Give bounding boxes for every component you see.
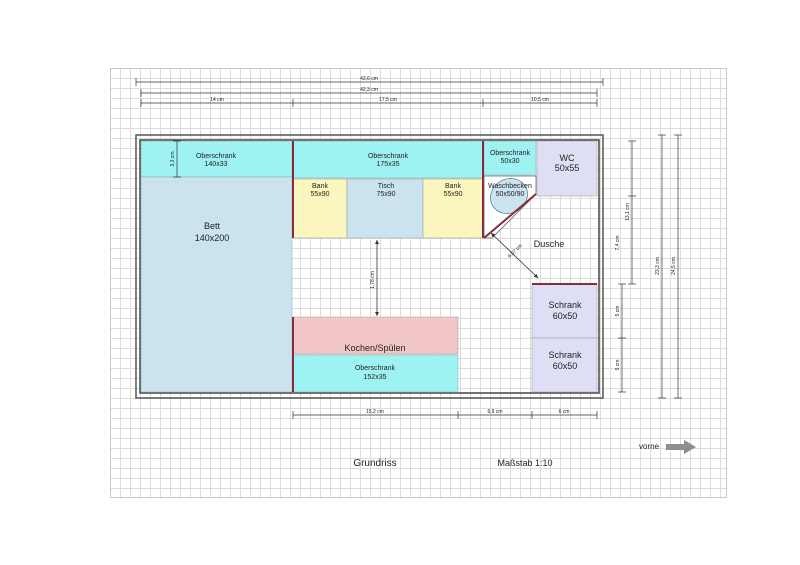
oberschrank-mid-size: 175x35 xyxy=(377,161,400,168)
dim-right-total2: 24,5 cm xyxy=(671,257,677,275)
dim-shower-diag: 6,07 cm xyxy=(507,243,524,260)
wc-name: WC xyxy=(560,153,575,163)
waschbecken-size: 50x50/90 xyxy=(496,191,525,198)
bank-left-size: 55x90 xyxy=(310,191,329,198)
oberschrank-bottom-size: 152x35 xyxy=(364,374,387,381)
bank-right-size: 55x90 xyxy=(443,191,462,198)
oberschrank-bottom xyxy=(292,354,459,393)
dim-top-seg2: 17,5 cm xyxy=(379,97,397,103)
tisch xyxy=(346,178,424,239)
schrank-lower xyxy=(531,337,598,393)
inner-wall xyxy=(139,139,600,394)
dim-oberschrank-height xyxy=(173,140,181,178)
plan-scale: Maßstab 1:10 xyxy=(497,458,552,468)
dusche-name: Dusche xyxy=(534,239,565,249)
outer-wall xyxy=(135,134,604,399)
oberschrank-small-size: 50x30 xyxy=(500,158,519,165)
bank-right xyxy=(422,178,484,239)
schrank-upper-name: Schrank xyxy=(548,300,582,310)
oberschrank-small-name: Oberschrank xyxy=(490,150,531,157)
shower-diagonal-wall xyxy=(483,193,537,239)
dim-right-total1: 23,3 cm xyxy=(655,257,661,275)
dim-bottom-seg3: 6 cm xyxy=(559,409,570,415)
dim-right-1: 13,1 cm xyxy=(625,203,631,221)
dim-bottom-seg2: 6,9 cm xyxy=(487,409,502,415)
dim-aisle: 1,78 cm xyxy=(370,271,376,289)
tisch-size: 75x90 xyxy=(376,191,395,198)
dim-top-seg3: 10,5 cm xyxy=(531,97,549,103)
schrank-lower-size: 60x50 xyxy=(553,361,578,371)
plan-title: Grundriss xyxy=(353,458,396,469)
tisch-name: Tisch xyxy=(378,183,395,190)
dim-left-oberschrank: 3,3 cm xyxy=(170,151,176,166)
bank-right-name: Bank xyxy=(445,183,461,190)
oberschrank-bottom-name: Oberschrank xyxy=(355,365,396,372)
bett xyxy=(140,176,293,393)
oberschrank-mid-name: Oberschrank xyxy=(368,153,409,160)
dim-right-3: 5 cm xyxy=(615,306,621,317)
wc-size: 50x55 xyxy=(555,163,580,173)
direction-label: vorne xyxy=(639,442,660,451)
dim-bottom-seg1: 15,2 cm xyxy=(366,409,384,415)
kochen-spuelen xyxy=(292,316,459,355)
dim-right-2: 7,4 cm xyxy=(615,235,621,250)
waschbecken-name: Waschbecken xyxy=(488,183,532,190)
direction-arrow-icon xyxy=(666,440,696,454)
top-dimensions xyxy=(135,78,604,107)
dim-top-total: 43,6 cm xyxy=(360,76,378,82)
dim-right-4: 5 cm xyxy=(615,360,621,371)
bank-left-name: Bank xyxy=(312,183,328,190)
schrank-upper-size: 60x50 xyxy=(553,311,578,321)
oberschrank-left-name: Oberschrank xyxy=(196,153,237,160)
bottom-dimensions xyxy=(292,411,598,419)
dim-top-inner: 42,3 cm xyxy=(360,87,378,93)
bett-name: Bett xyxy=(204,221,221,231)
schrank-lower-name: Schrank xyxy=(548,350,582,360)
dim-top-seg1: 14 cm xyxy=(210,97,224,103)
wc xyxy=(536,140,598,197)
shower-diag-arrow xyxy=(490,232,539,279)
oberschrank-left xyxy=(140,140,293,178)
bett-size: 140x200 xyxy=(195,233,230,243)
kochen-name: Kochen/Spülen xyxy=(344,343,405,353)
oberschrank-small xyxy=(483,140,537,176)
oberschrank-left-size: 140x33 xyxy=(205,161,228,168)
right-dimensions xyxy=(618,134,682,399)
